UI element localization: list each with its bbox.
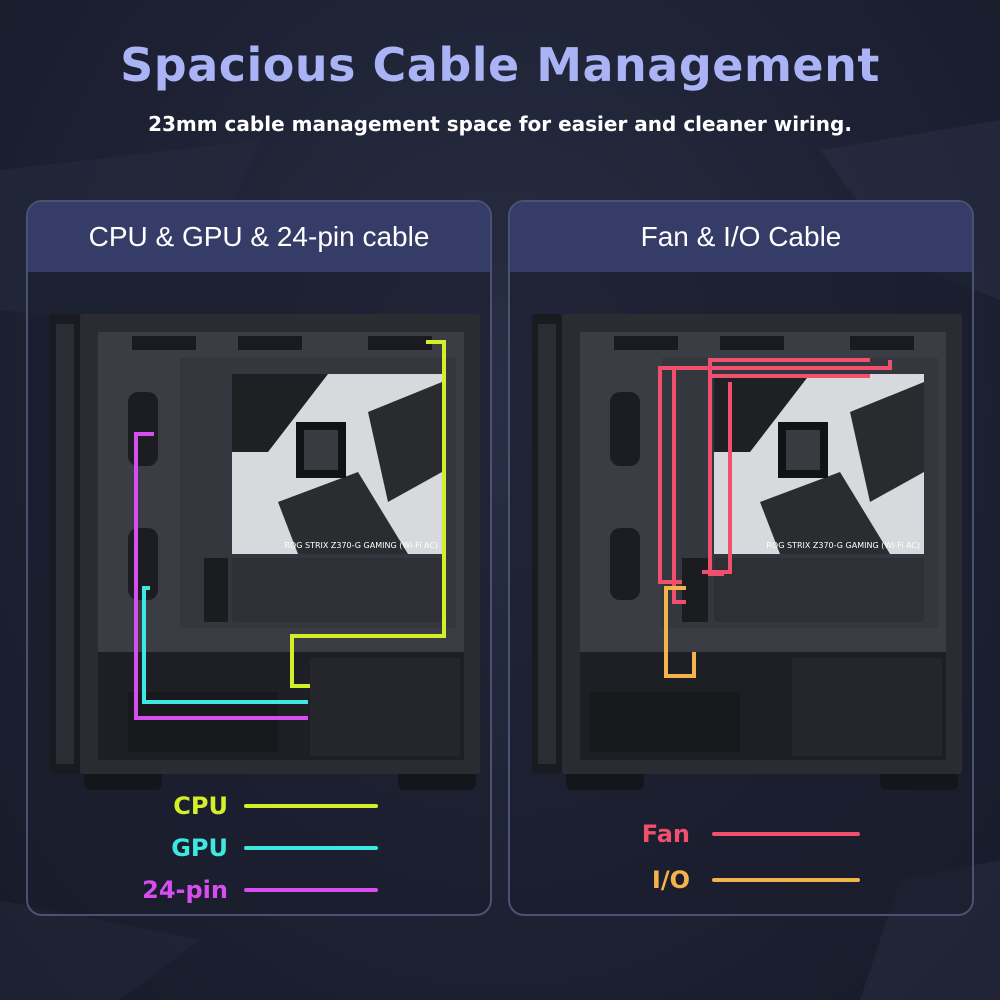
legend-line-24pin: [244, 888, 378, 892]
page-title: Spacious Cable Management: [120, 38, 880, 92]
page-subtitle: 23mm cable management space for easier a…: [148, 112, 852, 136]
panel-header: Fan & I/O Cable: [510, 202, 972, 272]
panel-header: CPU & GPU & 24-pin cable: [28, 202, 490, 272]
legend-line-cpu: [244, 804, 378, 808]
motherboard-label: ROG STRIX Z370-G GAMING (Wi-Fi AC): [284, 541, 438, 550]
legend-item-cpu: CPU: [132, 792, 378, 820]
legend-line-fan: [712, 832, 860, 836]
legend-label-cpu: CPU: [173, 792, 228, 820]
legend-label-gpu: GPU: [171, 834, 228, 862]
motherboard-image: ROG STRIX Z370-G GAMING (Wi-Fi AC): [714, 374, 924, 554]
panel-cpu-gpu-24pin: CPU & GPU & 24-pin cable ROG STRIX Z: [26, 200, 492, 916]
legend-label-fan: Fan: [641, 820, 690, 848]
motherboard-image: ROG STRIX Z370-G GAMING (Wi-Fi AC): [232, 374, 442, 554]
legend-item-fan: Fan: [590, 820, 860, 848]
legend-item-gpu: GPU: [132, 834, 378, 862]
legend-line-io: [712, 878, 860, 882]
legend-item-24pin: 24-pin: [132, 876, 378, 904]
case-side-view-image: ROG STRIX Z370-G GAMING (Wi-Fi AC): [50, 314, 480, 790]
case-side-view-image: ROG STRIX Z370-G GAMING (Wi-Fi AC): [532, 314, 962, 790]
legend-item-io: I/O: [590, 866, 860, 894]
legend-label-24pin: 24-pin: [142, 876, 228, 904]
legend-label-io: I/O: [651, 866, 690, 894]
legend-line-gpu: [244, 846, 378, 850]
panel-fan-io: Fan & I/O Cable ROG STRIX Z370-G GAMING …: [508, 200, 974, 916]
motherboard-label: ROG STRIX Z370-G GAMING (Wi-Fi AC): [766, 541, 920, 550]
